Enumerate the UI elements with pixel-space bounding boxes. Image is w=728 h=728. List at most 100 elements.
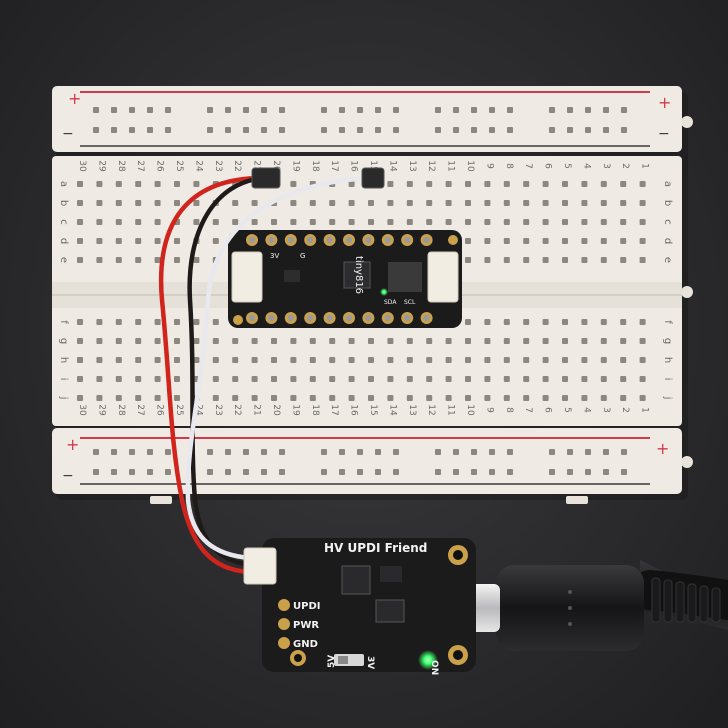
rail-hole (243, 107, 249, 113)
breadboard-hole (503, 395, 510, 401)
led-icon (418, 650, 438, 670)
rail-hole (549, 107, 555, 113)
breadboard-hole (232, 357, 239, 363)
breadboard-hole (290, 376, 297, 382)
column-number: 25 (174, 404, 184, 415)
breadboard-hole (620, 376, 627, 382)
breadboard-hole (639, 200, 646, 206)
breadboard-hole (348, 376, 355, 382)
cable-strain-relief-rib (663, 579, 673, 623)
column-number: 3 (601, 163, 611, 169)
breadboard-hole (290, 395, 297, 401)
rail-hole (225, 449, 231, 455)
breadboard-hole (115, 257, 122, 263)
breadboard-hole (135, 238, 142, 244)
hv-updi-friend-board: UPDI PWR GND HV UPDI Friend 5V 3V ON (243, 538, 476, 675)
breadboard-hole (542, 319, 549, 325)
rail-hole (621, 107, 627, 113)
breadboard-hole (562, 376, 568, 382)
rail-hole (111, 449, 117, 455)
rail-hole (507, 449, 513, 455)
header-pin-center (404, 236, 411, 244)
jst-connector-icon (243, 547, 277, 585)
breadboard-hole (600, 357, 607, 363)
breadboard-hole (639, 257, 646, 263)
breadboard-hole (542, 357, 549, 363)
rail-hole (489, 449, 495, 455)
rail-hole (585, 469, 591, 475)
breadboard-hole (77, 338, 83, 344)
breadboard-hole (406, 376, 413, 382)
column-number: 27 (135, 404, 145, 415)
rail-hole (393, 127, 399, 133)
breadboard-hole (174, 395, 180, 401)
rail-hole (357, 469, 363, 475)
breadboard-hole (135, 376, 142, 382)
breadboard-hole (154, 181, 161, 187)
column-number: 28 (116, 160, 126, 172)
breadboard-hole (426, 200, 433, 206)
rail-hole (471, 107, 477, 113)
rail-hole (225, 469, 231, 475)
breadboard-hole (154, 200, 161, 206)
pin-label-g: G (300, 252, 305, 260)
breadboard-hole (290, 357, 297, 363)
breadboard-hole (96, 319, 103, 325)
column-number: 6 (543, 407, 553, 413)
column-number: 7 (523, 407, 533, 413)
breadboard-hole (387, 181, 394, 187)
rail-hole (435, 127, 441, 133)
pad-updi (278, 599, 290, 611)
breadboard-hole (174, 357, 180, 363)
breadboard-nub (566, 496, 588, 504)
column-number: 28 (116, 404, 126, 416)
breadboard-hole (309, 219, 316, 225)
chip-label: tiny816 (353, 256, 364, 294)
led-on-label: ON (429, 660, 439, 675)
breadboard-hole (174, 338, 180, 344)
column-number: 26 (155, 160, 165, 172)
breadboard-hole (484, 238, 491, 244)
rail-hole (207, 127, 213, 133)
column-number: 24 (193, 160, 203, 172)
breadboard-hole (503, 257, 510, 263)
breadboard-hole (484, 376, 491, 382)
breadboard-hole (348, 200, 355, 206)
breadboard-hole (193, 338, 200, 344)
breadboard-hole (484, 181, 491, 187)
breadboard-hole (115, 181, 122, 187)
rail-hole (261, 107, 267, 113)
breadboard-hole (154, 338, 161, 344)
rail-hole (279, 449, 285, 455)
rail-hole (261, 449, 267, 455)
rail-hole (321, 449, 327, 455)
board-title: HV UPDI Friend (324, 541, 427, 555)
rail-hole (279, 127, 285, 133)
breadboard-hole (251, 200, 258, 206)
rail-hole (147, 449, 153, 455)
column-number: 23 (213, 404, 223, 415)
rail-hole (375, 449, 381, 455)
row-letter: d (58, 238, 69, 244)
wire-black (187, 175, 267, 568)
rail-hole (567, 449, 573, 455)
breadboard-hole (309, 357, 316, 363)
breadboard-hole (251, 338, 258, 344)
breadboard-hole (232, 395, 239, 401)
breadboard-hole (484, 200, 491, 206)
column-number: 12 (426, 404, 436, 415)
pin-label-3v: 3V (270, 252, 279, 260)
breadboard-hole (271, 357, 277, 363)
breadboard-hole (620, 219, 627, 225)
breadboard-hole (484, 357, 491, 363)
breadboard-hole (639, 219, 646, 225)
column-number: 5 (562, 407, 572, 413)
breadboard-hole (503, 238, 510, 244)
row-letter: a (58, 181, 69, 187)
breadboard-hole (523, 395, 530, 401)
breadboard-hole (387, 357, 394, 363)
top-power-rail: + + − − (52, 86, 682, 152)
breadboard-hole (193, 219, 200, 225)
rail-hole (453, 107, 459, 113)
breadboard-hole (154, 395, 161, 401)
